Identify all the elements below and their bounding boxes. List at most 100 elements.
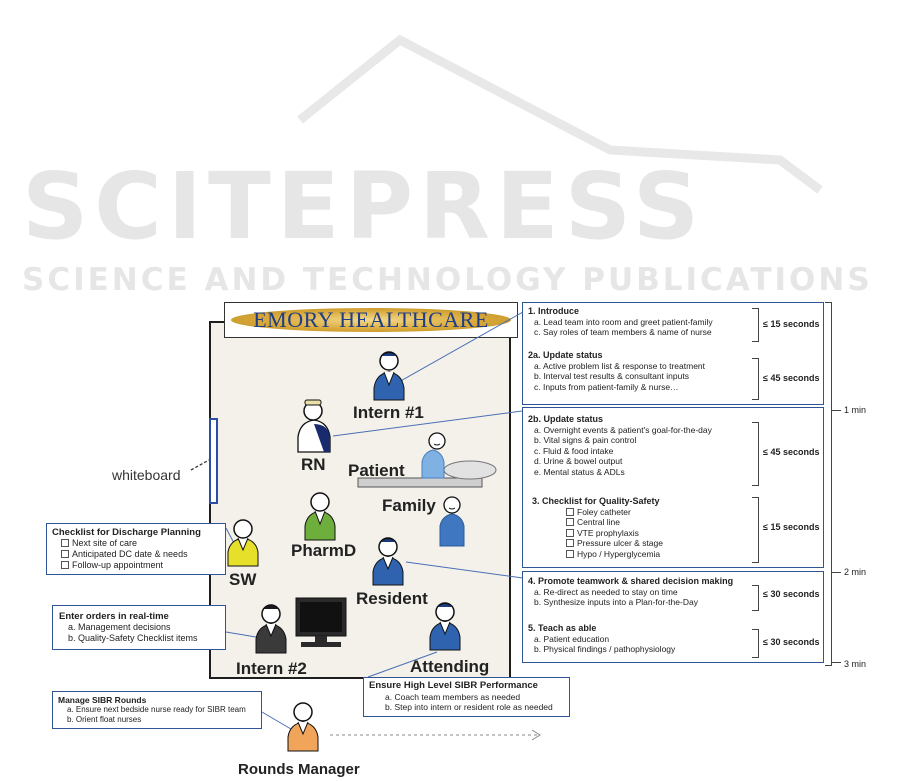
- patient-figure: [357, 432, 497, 488]
- discharge-item: Anticipated DC date & needs: [52, 549, 220, 560]
- orders-title: Enter orders in real-time: [59, 611, 169, 622]
- sibr-performance-item: b. Step into intern or resident role as …: [385, 702, 553, 712]
- orders-item: b. Quality-Safety Checklist items: [68, 633, 198, 643]
- timeline-tick-1: [831, 410, 841, 411]
- connector-resident: [405, 561, 524, 579]
- intern1-figure: [373, 351, 405, 401]
- connector-attending: [367, 651, 438, 678]
- checkbox-icon: [566, 549, 574, 558]
- checkbox-icon: [566, 528, 574, 537]
- step-item: a. Active problem list & response to tre…: [534, 360, 706, 371]
- sw-label: SW: [229, 570, 257, 589]
- time-step-2b: ≤ 45 seconds: [763, 447, 820, 457]
- timeline-tick-2: [831, 572, 841, 573]
- rn-label: RN: [301, 455, 326, 474]
- step-2a-update-status: 2a. Update status a. Active problem list…: [528, 350, 753, 392]
- computer-monitor: [295, 597, 347, 647]
- attending-figure: [429, 602, 461, 651]
- sibr-rounds-item: a. Ensure next bedside nurse ready for S…: [67, 705, 246, 714]
- checkbox-icon: [566, 507, 574, 516]
- step-item: b. Interval test results & consultant in…: [534, 371, 689, 382]
- connector-intern1: [396, 307, 531, 384]
- quality-item: Hypo / Hyperglycemia: [532, 549, 752, 560]
- quality-item: Pressure ulcer & stage: [532, 538, 752, 549]
- watermark: SCITEPRESS SCIENCE AND TECHNOLOGY PUBLIC…: [22, 34, 873, 298]
- time-step-1: ≤ 15 seconds: [763, 319, 820, 329]
- step-1-introduce: 1. Introduce a. Lead team into room and …: [528, 306, 748, 338]
- checkbox-icon: [61, 561, 69, 569]
- quality-item: Foley catheter: [532, 507, 752, 518]
- sibr-performance-item: a. Coach team members as needed: [385, 691, 521, 702]
- sibr-rounds-box: Manage SIBR Rounds a. Ensure next bedsid…: [52, 691, 262, 729]
- step-title: 2b. Update status: [528, 414, 604, 424]
- orders-item: a. Management decisions: [68, 622, 171, 632]
- brace-step-2a: [752, 358, 759, 400]
- brace-step-4: [752, 585, 759, 611]
- step-4-teamwork: 4. Promote teamwork & shared decision ma…: [528, 576, 758, 608]
- panel-section-2: [522, 407, 824, 568]
- step-5-teach: 5. Teach as able a. Patient education b.…: [528, 623, 753, 655]
- attending-label: Attending: [410, 657, 490, 676]
- sibr-rounds-title: Manage SIBR Rounds: [58, 695, 147, 705]
- panel-section-3: [522, 571, 824, 663]
- step-title: 1. Introduce: [528, 306, 580, 316]
- resident-label: Resident: [356, 589, 428, 608]
- pharmd-figure: [304, 492, 336, 541]
- orders-box: Enter orders in real-time a. Management …: [52, 605, 226, 650]
- sw-figure: [227, 519, 259, 567]
- sibr-performance-box: Ensure High Level SIBR Performance a. Co…: [363, 677, 570, 717]
- watermark-subtitle: SCIENCE AND TECHNOLOGY PUBLICATIONS: [22, 262, 873, 298]
- step-item: b. Physical findings / pathophysiology: [534, 644, 676, 655]
- step-item: d. Urine & bowel output: [534, 456, 623, 467]
- time-step-3: ≤ 15 seconds: [763, 522, 820, 532]
- connector-rn: [332, 410, 523, 437]
- watermark-title: SCITEPRESS: [22, 153, 705, 260]
- step-item: e. Mental status & ADLs: [534, 466, 625, 477]
- checkbox-icon: [566, 518, 574, 527]
- discharge-item: Next site of care: [52, 538, 220, 549]
- panel-section-1: [522, 302, 824, 405]
- step-item: a. Overnight events & patient's goal-for…: [534, 424, 712, 435]
- whiteboard-label: whiteboard: [112, 467, 181, 483]
- quality-item: VTE prophylaxis: [532, 528, 752, 539]
- rounds-arrowhead: [531, 729, 541, 741]
- watermark-swoosh: [297, 34, 823, 194]
- logo-text: EMORY HEALTHCARE: [253, 307, 489, 332]
- step-2b-update-status: 2b. Update status a. Overnight events & …: [528, 414, 753, 478]
- checkbox-icon: [61, 550, 69, 558]
- checkbox-icon: [566, 539, 574, 548]
- sibr-rounds-item: b. Orient float nurses: [67, 715, 142, 724]
- discharge-title: Checklist for Discharge Planning: [52, 527, 201, 538]
- brace-step-2b: [752, 422, 759, 486]
- brace-step-5: [752, 629, 759, 658]
- sibr-performance-title: Ensure High Level SIBR Performance: [369, 680, 538, 691]
- whiteboard: [209, 418, 218, 504]
- patient-label: Patient: [348, 461, 405, 480]
- time-step-4: ≤ 30 seconds: [763, 589, 820, 599]
- step-item: a. Lead team into room and greet patient…: [534, 316, 713, 327]
- checkbox-icon: [61, 539, 69, 547]
- timeline-2min: 2 min: [844, 567, 867, 577]
- step-3-quality-safety: 3. Checklist for Quality-Safety Foley ca…: [532, 496, 752, 560]
- step-title: 5. Teach as able: [528, 623, 597, 633]
- time-step-2a: ≤ 45 seconds: [763, 373, 820, 383]
- step-title: 3. Checklist for Quality-Safety: [532, 496, 660, 506]
- hospital-logo: EMORY HEALTHCARE: [224, 302, 518, 338]
- step-item: a. Re-direct as needed to stay on time: [534, 586, 678, 597]
- step-item: c. Inputs from patient-family & nurse…: [534, 381, 679, 392]
- step-item: b. Vital signs & pain control: [534, 435, 637, 446]
- step-item: b. Synthesize inputs into a Plan-for-the…: [534, 597, 698, 608]
- time-step-5: ≤ 30 seconds: [763, 637, 820, 647]
- family-figure: [439, 496, 465, 547]
- rounds-manager-label: Rounds Manager: [238, 761, 360, 778]
- discharge-checklist: Checklist for Discharge Planning Next si…: [46, 523, 226, 575]
- family-label: Family: [382, 496, 436, 515]
- brace-step-1: [752, 308, 759, 342]
- resident-figure: [372, 537, 404, 586]
- rounds-manager-figure: [287, 702, 319, 752]
- rn-figure: [297, 399, 331, 453]
- step-title: 2a. Update status: [528, 350, 603, 360]
- timeline-1min: 1 min: [844, 405, 867, 415]
- step-item: c. Fluid & food intake: [534, 445, 614, 456]
